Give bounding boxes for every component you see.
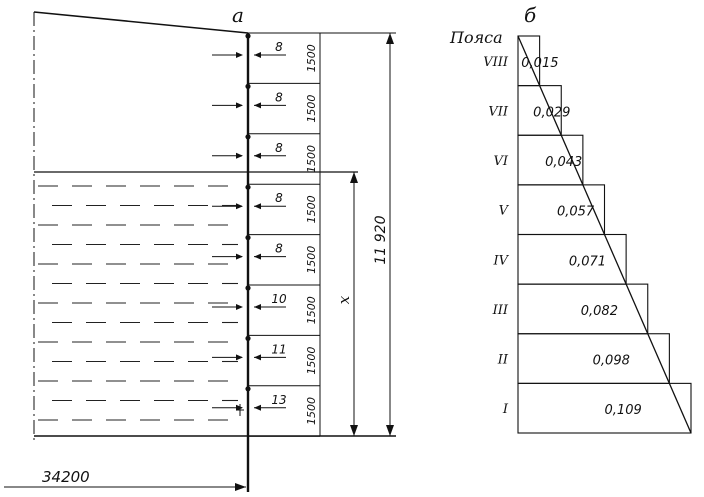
radius-label: 34200 xyxy=(42,468,90,486)
belt-thickness-label: 8 xyxy=(275,191,283,205)
belt-b: VI 0,043 xyxy=(493,134,584,186)
belt-b: III 0,082 xyxy=(492,283,649,335)
belt-height-label: 1500 xyxy=(305,296,318,324)
diagram-diagonal xyxy=(517,35,692,434)
belt-roman-label: V xyxy=(499,204,510,219)
belt-value-label: 0,098 xyxy=(593,354,630,369)
belt-a: 8 1500 xyxy=(212,33,320,84)
belt-roman-label: IV xyxy=(492,253,509,268)
belt-height-label: 1500 xyxy=(305,95,318,123)
belt-a: 8 1500 xyxy=(212,184,320,236)
radius-dimension: 34200 xyxy=(4,468,246,491)
belt-a: 13 1500 xyxy=(212,386,320,437)
belt-b: I 0,109 xyxy=(502,382,692,434)
belt-value-label: 0,015 xyxy=(521,56,558,71)
total-height-dimension: 11 920 xyxy=(373,33,394,436)
total-height-label: 11 920 xyxy=(373,215,389,264)
belt-value-label: 0,071 xyxy=(569,254,606,269)
belt-a: 11 1500 xyxy=(212,335,320,387)
belt-value-label: 0,109 xyxy=(605,403,642,418)
belt-b: VIII 0,015 xyxy=(483,35,559,87)
belt-b: V 0,057 xyxy=(499,184,606,236)
panel-a-label: а xyxy=(232,3,244,27)
panel-b-label: б xyxy=(524,3,537,27)
belt-roman-label: II xyxy=(497,353,509,368)
belt-height-label: 1500 xyxy=(305,145,318,173)
belt-roman-label: VII xyxy=(488,104,509,119)
belt-a: 8 1500 xyxy=(212,83,320,135)
fill-height-dimension: x xyxy=(335,172,358,436)
belt-roman-label: VIII xyxy=(483,55,509,70)
belt-height-label: 1500 xyxy=(305,44,318,72)
belt-height-label: 1500 xyxy=(305,347,318,375)
roof-line xyxy=(33,11,249,34)
belt-thickness-label: 11 xyxy=(271,342,286,356)
belt-value-label: 0,057 xyxy=(557,205,595,220)
belt-thickness-label: 10 xyxy=(271,292,287,306)
belt-a: 8 1500 xyxy=(212,134,320,185)
belt-thickness-label: 8 xyxy=(275,40,283,54)
belt-height-label: 1500 xyxy=(305,397,318,425)
fill-height-label: x xyxy=(335,295,353,304)
belts-header: Пояса xyxy=(449,28,503,47)
belt-thickness-label: 8 xyxy=(275,90,283,104)
belt-thickness-label: 8 xyxy=(275,141,283,155)
belt-b-bar xyxy=(517,382,692,434)
belt-roman-label: I xyxy=(502,402,509,417)
belt-height-label: 1500 xyxy=(305,195,318,223)
liquid-hatch xyxy=(38,185,238,421)
belt-b: II 0,098 xyxy=(497,333,670,384)
belt-thickness-label: 13 xyxy=(271,393,286,407)
belt-roman-label: VI xyxy=(493,154,508,169)
belt-height-label: 1500 xyxy=(305,246,318,274)
belt-value-label: 0,082 xyxy=(581,304,618,319)
belt-b: IV 0,071 xyxy=(492,233,627,285)
belt-roman-label: III xyxy=(492,303,509,318)
belt-value-label: 0,043 xyxy=(545,155,582,170)
belt-a: 10 1500 xyxy=(212,285,320,336)
belt-a: 8 1500 xyxy=(212,235,320,286)
belt-thickness-label: 8 xyxy=(275,242,283,256)
